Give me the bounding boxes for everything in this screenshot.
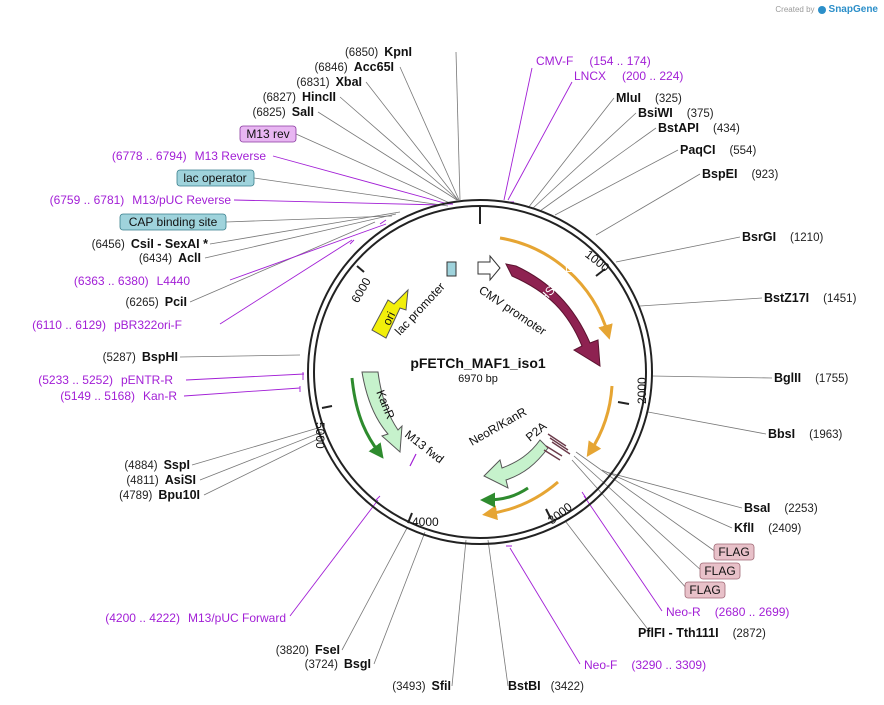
tick-label-2000: 2000 [635,377,649,404]
site-pflfi-tth111i: PflFI - Tth111I(2872) [638,626,766,640]
ori-feature [371,288,409,339]
lac-operator-box [176,169,255,187]
primer-m13-reverse: (6778 .. 6794)M13 Reverse [112,149,266,163]
site-bspei: BspEI(923) [702,167,778,181]
kanr-arc [350,377,384,459]
site-sali: (6825)SalI [253,105,315,119]
m13rev-box [239,125,297,143]
snapgene-logo-icon [817,5,826,14]
neor-arc [480,486,529,508]
site-csii-sexai: (6456)CsiI - SexAI * [92,237,208,251]
cmv-promoter-label: CMV promoter [476,283,549,338]
m13-fwd-label: M13 fwd [402,427,446,466]
orf-arcs [482,236,614,521]
primer-l4440: (6363 .. 6380)L4440 [74,274,190,288]
credit-text: Created by [775,5,815,14]
cap-binding-label: CAP binding site [129,215,218,229]
flag-label-3: FLAG [689,583,720,597]
flag-label-1: FLAG [718,545,749,559]
neor-kanr-label: NeoR/KanR [467,404,530,448]
ticks [321,265,630,524]
site-bsrgi: BsrGI(1210) [742,230,823,244]
site-bsgi: (3724)BsgI [305,657,371,671]
primer-lncx: LNCX(200 .. 224) [574,69,683,83]
primer-kan-r: (5149 .. 5168)Kan-R [60,389,177,403]
site-bsai: BsaI(2253) [744,501,818,515]
primer-pentr-r: (5233 .. 5252)pENTR-R [38,373,173,387]
tick-label-6000: 6000 [348,275,374,305]
site-sspi: (4884)SspI [124,458,190,472]
site-fsei: (3820)FseI [276,643,340,657]
plasmid-size: 6970 bp [458,373,498,385]
site-bpu10i: (4789)Bpu10I [119,488,200,502]
site-bsphi: (5287)BspHI [103,350,178,364]
primer-neo-f: Neo-F(3290 .. 3309) [584,658,706,672]
lac-promoter-label: lac promoter [392,280,448,338]
lac-operator-label: lac operator [183,171,246,185]
site-sfii: (3493)SfiI [392,679,451,693]
p2a-label: P2A [523,419,549,444]
site-xbai: (6831)XbaI [296,75,362,89]
tick-label-1000: 1000 [582,247,612,275]
site-kpni: (6850)KpnI [345,45,412,59]
tick-label-5000: 5000 [313,422,327,449]
flag-box-3 [684,581,726,599]
primer-pbr322ori-f: (6110 .. 6129)pBR322ori-F [32,318,182,332]
site-bbsi: BbsI(1963) [768,427,843,441]
credit-brand: SnapGene [828,4,878,15]
site-mlui: MluI(325) [616,91,682,105]
site-bglii: BglII(1755) [774,371,849,385]
lac-operator-feature [446,261,457,277]
tick-label-4000: 4000 [412,515,439,529]
site-leader-lines [179,51,773,687]
cap-binding-box [119,213,227,231]
site-bstbi: BstBI(3422) [508,679,584,693]
credit: Created by SnapGene [775,4,878,15]
site-acc65i: (6846)Acc65I [314,60,394,74]
primer-cmv-f: CMV-F(154 .. 174) [536,54,651,68]
site-hincii: (6827)HincII [263,90,336,104]
flag-box-1 [713,543,755,561]
tick-label-3000: 3000 [545,500,575,528]
m13rev-label: M13 rev [246,127,289,141]
primer-leader-lines [183,67,663,665]
flag-label-2: FLAG [704,564,735,578]
m13-fwd-marker [409,453,417,467]
ori-label: ori [380,309,398,327]
primer-m13-puc-reverse: (6759 .. 6781)M13/pUC Reverse [50,193,232,207]
site-bstapi: BstAPI(434) [658,121,740,135]
site-bsiwi: BsiWI(375) [638,106,714,120]
primer-neo-r: Neo-R(2680 .. 2699) [666,605,789,619]
p2a-feature [543,433,571,461]
site-acli: (6434)AclI [139,251,201,265]
site-kfli: KflI(2409) [734,521,802,535]
site-pcii: (6265)PciI [126,295,188,309]
kanr-feature [361,371,403,454]
cmv-promoter-arrow [477,254,501,282]
primer-m13-puc-forward: (4200 .. 4222)M13/pUC Forward [105,611,286,625]
backbone-outer [307,199,653,545]
site-bstz17i: BstZ17I(1451) [764,291,857,305]
flag-box-2 [699,562,741,580]
site-asisi: (4811)AsiSI [126,473,196,487]
plasmid-title: pFETCh_MAF1_iso1 [410,355,546,371]
hsv-tk-feature [505,263,601,367]
neor-kanr-feature [483,439,549,489]
site-paqci: PaqCI(554) [680,143,756,157]
